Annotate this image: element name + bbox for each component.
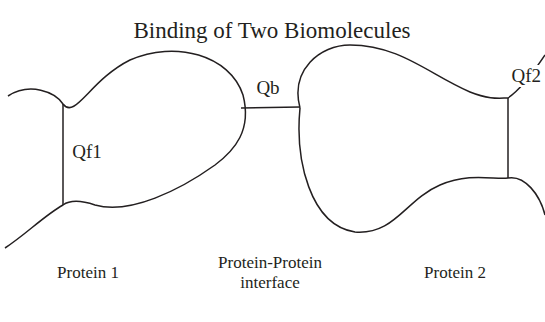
quantity-label: Qf1 [71,141,103,164]
interaction-line [507,98,509,178]
protein-outline [5,51,245,248]
interface-label: Protein-Protein interface [200,253,340,294]
interaction-line [241,107,300,108]
diagram-title: Binding of Two Biomolecules [133,17,410,45]
protein-label: Protein 2 [424,263,486,283]
quantity-label: Qb [255,77,280,100]
quantity-label: Qf2 [510,65,542,88]
interaction-line [62,104,64,205]
protein-label: Protein 1 [57,263,119,283]
